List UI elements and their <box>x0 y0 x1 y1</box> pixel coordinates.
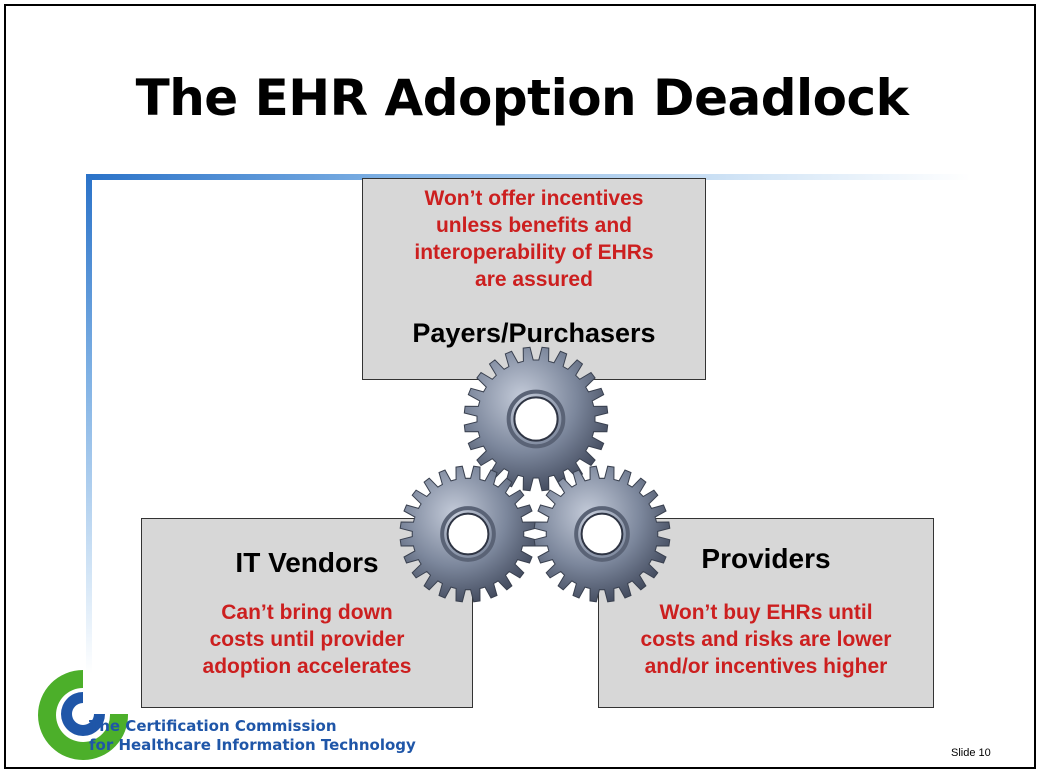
payers-line: are assured <box>475 268 593 291</box>
payers-box: Won’t offer incentives unless benefits a… <box>362 178 706 380</box>
payers-line: interoperability of EHRs <box>414 241 654 264</box>
vendors-description: Can’t bring down costs until provider ad… <box>142 599 472 680</box>
vendors-line: adoption accelerates <box>202 655 412 678</box>
vendors-heading: IT Vendors <box>235 547 379 578</box>
vendors-line: costs until provider <box>209 628 405 651</box>
providers-line: costs and risks are lower <box>640 628 892 651</box>
gears-illustration <box>399 346 671 603</box>
providers-line: Won’t buy EHRs until <box>659 601 873 624</box>
providers-line: and/or incentives higher <box>644 655 888 678</box>
slide: The EHR Adoption Deadlock Won’t offer in… <box>4 4 1036 769</box>
payers-line: unless benefits and <box>435 214 633 237</box>
vendors-line: Can’t bring down <box>221 601 393 624</box>
certification-logo <box>38 670 129 760</box>
accent-horizontal-line <box>86 174 971 180</box>
gear-icon <box>399 465 537 603</box>
payers-line: Won’t offer incentives <box>424 187 644 210</box>
logo-line: The Certification Commission <box>89 717 337 735</box>
payers-description: Won’t offer incentives unless benefits a… <box>363 185 705 293</box>
payers-heading: Payers/Purchasers <box>412 318 656 348</box>
providers-description: Won’t buy EHRs until costs and risks are… <box>599 599 933 680</box>
logo-text: The Certification Commission for Healthc… <box>89 717 416 755</box>
logo-line: for Healthcare Information Technology <box>89 736 416 754</box>
gear-icon <box>533 465 671 603</box>
gear-icon <box>463 346 609 492</box>
providers-heading: Providers <box>701 543 831 574</box>
slide-title: The EHR Adoption Deadlock <box>135 69 909 127</box>
accent-vertical-line <box>86 174 92 674</box>
slide-number: Slide 10 <box>951 747 991 759</box>
